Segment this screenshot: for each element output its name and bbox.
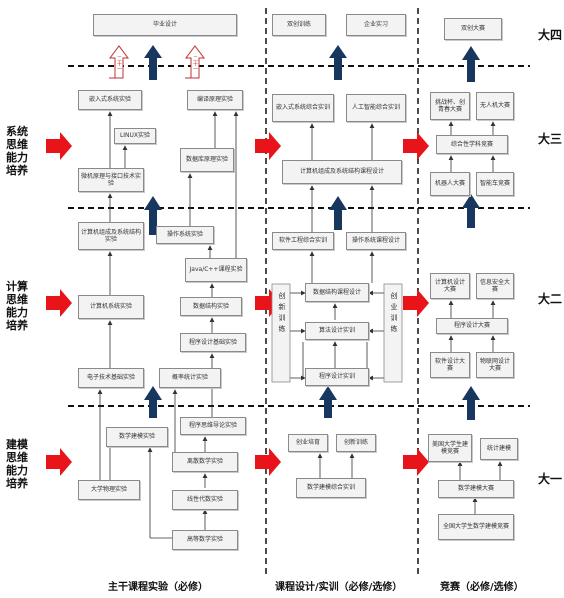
probability-lab-box: 概率统计实验 (159, 368, 221, 388)
year-label-2: 大二 (538, 292, 563, 306)
smart-car-contest-box: 智能车竞赛 (476, 172, 514, 196)
blue-up-arrow (461, 194, 480, 228)
linux-lab-box: LINUX实验 (114, 128, 156, 144)
blue-up-arrow (143, 45, 162, 80)
label-line: 思维 (6, 293, 28, 306)
blue-up-arrow (143, 386, 162, 418)
programming-contest-box: 程序设计大赛 (436, 318, 508, 334)
java-cpp-lab-box: Java/C++课程实验 (185, 258, 247, 282)
data-structure-lab-box: 数据结构实验 (180, 297, 242, 316)
year-label-4: 大四 (538, 28, 563, 42)
blue-up-arrow (328, 45, 347, 80)
innovation-training-frame (271, 283, 291, 383)
entrepreneur-training-frame (383, 283, 403, 383)
outlined-arrow-label: 二十一 (192, 56, 198, 71)
label-line: 能力 (6, 464, 28, 477)
label-line: 能力 (6, 151, 28, 164)
model-thinking-label: 建模 思维 能力 培养 (6, 438, 28, 490)
us-math-modeling-box: 美国大学生建模竞赛 (428, 434, 472, 462)
database-lab-box: 数据库原理实验 (180, 148, 234, 172)
dual-innovation-training-box: 双创训练 (272, 14, 326, 36)
blue-up-arrow (461, 386, 480, 420)
label-line: 思维 (6, 451, 28, 464)
label-line: 系统 (6, 125, 28, 138)
red-arrow (255, 132, 281, 160)
math-modeling-lab-box: 数学建模实验 (106, 427, 168, 447)
os-lab-box: 操作系统实验 (156, 226, 214, 244)
science-contest-box: 综合性学科竞赛 (436, 135, 508, 154)
info-security-contest-box: 信息安全大赛 (476, 273, 514, 299)
label-line: 培养 (6, 164, 28, 177)
label-line: 能力 (6, 306, 28, 319)
stats-modeling-box: 统计建模 (480, 438, 518, 460)
compiler-lab-box: 编译原理实验 (187, 90, 243, 110)
red-arrow (46, 448, 72, 476)
ai-comprehensive-box: 人工智能综合实训 (346, 94, 406, 122)
blue-up-arrow (461, 46, 480, 82)
red-arrow (255, 448, 281, 476)
label-line: 思维 (6, 138, 28, 151)
electronics-lab-box: 电子技术基础实验 (78, 368, 144, 388)
year-label-1: 大一 (538, 472, 563, 486)
programming-training-box: 程序设计实训 (305, 368, 369, 386)
interface-lab-box: 微机原理与接口技术实验 (78, 168, 144, 192)
blue-up-arrow (143, 196, 162, 235)
red-arrow (403, 289, 429, 317)
organization-lab-box: 计算机组成及系统结构实验 (78, 222, 144, 250)
red-arrow (403, 132, 429, 160)
main-column-title: 主干课程实验（必修） (108, 582, 208, 593)
label-line: 培养 (6, 477, 28, 490)
innovation-train-box: 创新训练 (336, 434, 376, 452)
algorithm-training-box: 算法设计实训 (305, 322, 369, 340)
outlined-up-arrow (109, 45, 129, 79)
system-thinking-label: 系统 思维 能力 培养 (6, 125, 28, 177)
software-engineering-box: 软件工程综合实训 (272, 232, 334, 250)
os-design-box: 操作系统课程设计 (346, 232, 406, 250)
computer-design-contest-box: 计算机设计大赛 (430, 273, 470, 299)
math-modeling-training-box: 数学建模综合实训 (296, 478, 366, 498)
blue-up-arrow (318, 386, 337, 418)
blue-up-arrows (143, 45, 480, 420)
drone-contest-box: 无人机大赛 (476, 92, 514, 120)
entrepreneur-training-vertical: 创业训练 (390, 292, 398, 336)
label-line: 计算 (6, 280, 28, 293)
contest-column-title: 竞赛（必修/选修） (440, 582, 524, 593)
project-column-title: 课程设计/实训（必修/选修） (275, 582, 403, 593)
outlined-up-arrows (109, 45, 205, 79)
outlined-up-arrow (185, 45, 205, 79)
national-math-modeling-box: 全国大学生数学建模竞赛 (438, 514, 514, 540)
compute-thinking-label: 计算 思维 能力 培养 (6, 280, 28, 332)
robot-contest-box: 机器人大赛 (430, 172, 470, 196)
dual-innovation-contest-box: 双创大赛 (444, 18, 502, 40)
embedded-lab-box: 嵌入式系统实验 (78, 90, 142, 110)
calculus-lab-box: 高等数学实验 (172, 530, 238, 550)
entrepreneur-cultivation-box: 创业培育 (288, 434, 328, 452)
outlined-arrow-label: 二十一 (116, 56, 122, 71)
linear-algebra-lab-box: 线性代数实验 (172, 490, 238, 510)
red-arrow (403, 448, 429, 476)
math-modeling-contest-box: 数学建模大赛 (438, 480, 514, 498)
iot-contest-box: 物联网设计大赛 (476, 352, 514, 378)
discrete-math-lab-box: 离散数学实验 (172, 452, 238, 472)
label-line: 培养 (6, 319, 28, 332)
program-thinking-lab-box: 程序思维导论实验 (180, 417, 246, 435)
computer-system-lab-box: 计算机系统实验 (78, 295, 144, 319)
software-design-contest-box: 软件设计大赛 (430, 352, 470, 378)
red-arrow (46, 289, 72, 317)
physics-lab-box: 大学物理实验 (78, 480, 140, 500)
graduation-design-box: 毕业设计 (93, 14, 237, 36)
challenge-cup-box: 挑战杯、创青春大赛 (430, 92, 470, 120)
programming-basics-lab-box: 程序设计基础实验 (180, 333, 246, 352)
enterprise-internship-box: 企业实习 (346, 14, 406, 36)
embedded-comprehensive-box: 嵌入式系统综合实训 (272, 94, 334, 122)
label-line: 建模 (6, 438, 28, 451)
org-design-box: 计算机组成及系统结构课程设计 (282, 160, 402, 184)
year-label-3: 大三 (538, 132, 563, 146)
blue-up-arrow (328, 196, 347, 230)
red-arrow (46, 132, 72, 160)
ds-design-box: 数据结构课程设计 (305, 283, 369, 302)
innovation-training-vertical: 创新训练 (278, 292, 286, 336)
